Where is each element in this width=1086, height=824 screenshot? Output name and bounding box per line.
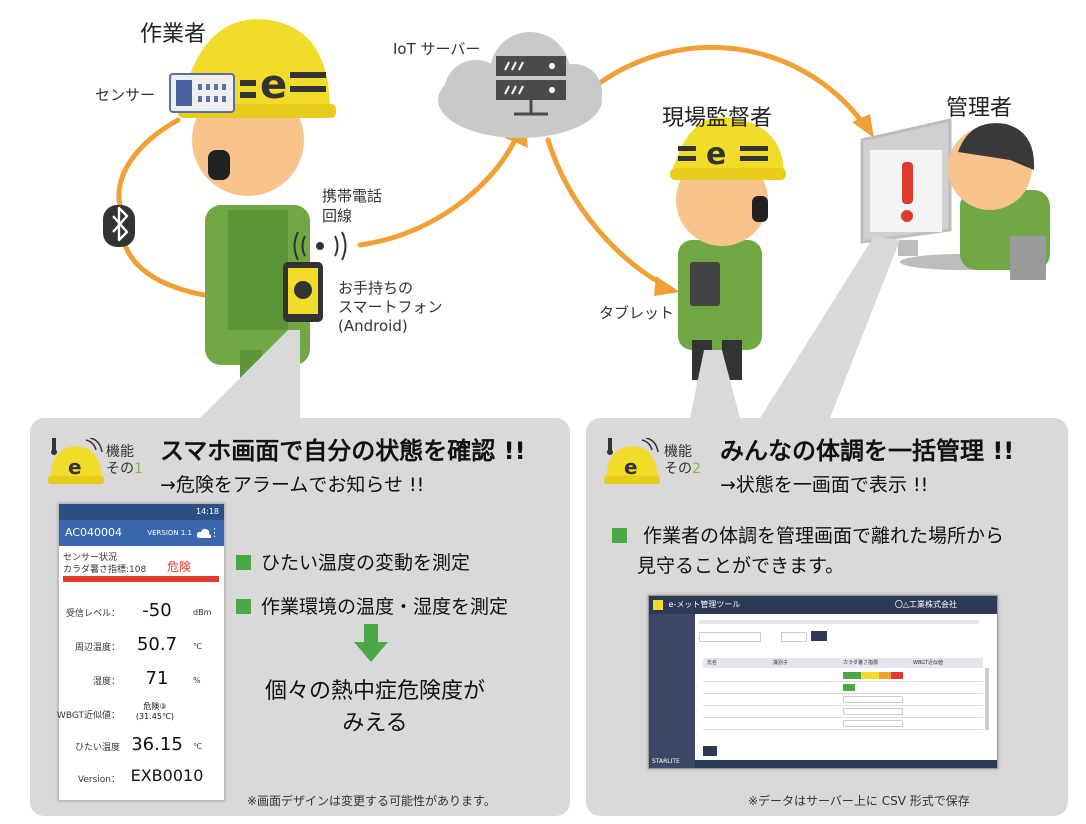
label-manager: 管理者 xyxy=(946,96,1013,121)
admin-table-header: 氏名 識別子 カラダ暑さ指標 WBGT近似値 xyxy=(703,658,983,668)
callout-cone-monitor xyxy=(760,236,900,418)
feature-number-2: 機能 その2 xyxy=(664,444,701,477)
panel2-bullet: 作業者の体調を管理画面で離れた場所から xyxy=(612,522,1004,551)
admin-header: e-メット管理ツール 〇△工業株式会社 xyxy=(649,596,997,614)
panel1-bullet-2: 作業環境の温度・湿度を測定 xyxy=(236,592,508,619)
phone-device-id: AC040004 xyxy=(65,526,123,539)
manager-figure xyxy=(860,118,1050,280)
label-iot-server: IoT サーバー xyxy=(393,40,481,58)
phone-app-bar: AC040004 VERSION 1.1 ⋮ xyxy=(59,520,224,546)
panel1-bullet-1: ひたい温度の変動を測定 xyxy=(236,548,470,575)
label-supervisor: 現場監督者 xyxy=(662,106,773,131)
cloud-icon xyxy=(196,528,212,538)
bluetooth-icon xyxy=(103,205,135,247)
label-sensor: センサー xyxy=(95,86,156,104)
admin-main xyxy=(695,614,997,768)
table-row[interactable] xyxy=(703,718,983,730)
table-row[interactable] xyxy=(703,706,983,718)
phone-danger-label: 危険 xyxy=(167,560,192,574)
cloud-server-icon xyxy=(438,32,602,138)
admin-sidebar: STARLITE xyxy=(649,614,695,768)
sensor-icon xyxy=(169,73,235,113)
admin-company: 〇△工業株式会社 xyxy=(894,600,957,609)
phone-sensor-status: センサー状況 xyxy=(63,553,118,563)
table-row[interactable] xyxy=(703,694,983,706)
panel1-result: 個々の熱中症危険度が みえる xyxy=(264,679,485,736)
svg-text:e: e xyxy=(260,62,287,108)
callout-cone-phone xyxy=(200,330,300,418)
phone-status-bar: 14:18 xyxy=(59,504,224,520)
signal-waves-icon xyxy=(293,231,347,261)
panel2-bullet-cont: 見守ることができます。 xyxy=(637,555,845,577)
callout-cone-tablet xyxy=(690,350,740,418)
panel1-note: ※画面デザインは変更する可能性があります。 xyxy=(247,794,496,808)
arrowhead-tablet xyxy=(654,276,680,296)
menu-icon[interactable]: ⋮ xyxy=(209,526,220,539)
svg-text:e: e xyxy=(624,455,638,479)
arrowhead-manager xyxy=(852,114,874,138)
table-row[interactable] xyxy=(703,682,983,694)
admin-brand: STARLITE xyxy=(652,758,680,765)
smartphone-screen: 14:18 AC040004 VERSION 1.1 ⋮ センサー状況 カラダ暑… xyxy=(57,503,225,801)
system-diagram: e e xyxy=(103,19,1050,418)
label-mobile-line-2: 回線 xyxy=(322,207,353,225)
smartphone-icon xyxy=(283,262,323,322)
admin-footer xyxy=(695,760,997,768)
table-row[interactable] xyxy=(703,670,983,682)
feature-number-1: 機能 その1 xyxy=(106,444,143,477)
label-smartphone-3: (Android) xyxy=(338,317,408,335)
label-smartphone-1: お手持ちの xyxy=(338,279,414,297)
admin-app-name: e-メット管理ツール xyxy=(668,600,741,609)
admin-back-button[interactable] xyxy=(703,746,717,756)
feature-helmet-icon-1: e xyxy=(48,438,104,484)
label-mobile-line-1: 携帯電話 xyxy=(322,187,383,205)
feature-helmet-icon-2: e xyxy=(604,438,660,484)
panel1-title: スマホ画面で自分の状態を確認 !! xyxy=(160,437,526,465)
admin-screen: e-メット管理ツール 〇△工業株式会社 STARLITE 氏名 識別子 カラダ暑… xyxy=(648,595,998,769)
flow-arrows xyxy=(116,44,865,303)
svg-text:e: e xyxy=(706,137,726,172)
svg-text:e: e xyxy=(68,455,82,479)
arrow-phone-to-server xyxy=(357,137,518,248)
label-tablet: タブレット xyxy=(599,304,675,322)
label-smartphone-2: スマートフォン xyxy=(338,298,443,316)
phone-version: VERSION 1.1 xyxy=(147,529,192,537)
phone-danger-bar xyxy=(63,576,219,582)
panel2-title: みんなの体調を一括管理 !! xyxy=(720,437,1015,465)
tablet-icon xyxy=(690,262,720,306)
admin-search-button[interactable] xyxy=(811,631,827,641)
panel2-subtitle: →状態を一画面で表示 !! xyxy=(720,474,929,496)
down-arrow-icon xyxy=(354,624,388,662)
panel1-subtitle: →危険をアラームでお知らせ !! xyxy=(160,474,425,496)
arrow-server-to-manager xyxy=(587,44,865,125)
arrow-server-to-tablet xyxy=(545,137,665,287)
panel2-note: ※データはサーバー上に CSV 形式で保存 xyxy=(748,794,970,808)
label-worker: 作業者 xyxy=(140,22,207,47)
supervisor-figure: e xyxy=(670,117,786,380)
arrow-sensor-to-bluetooth xyxy=(116,117,181,208)
admin-scrollbar[interactable] xyxy=(985,668,989,730)
phone-body-index: カラダ暑さ指標:108 xyxy=(63,565,147,575)
admin-logo-icon xyxy=(653,600,663,610)
